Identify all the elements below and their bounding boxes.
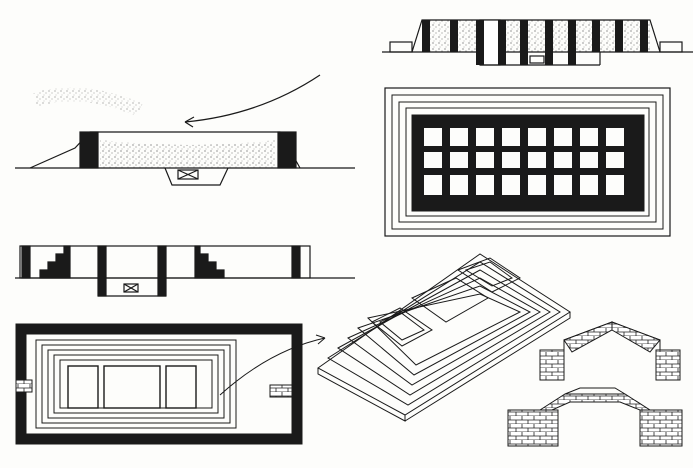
section-with-cover <box>15 74 355 186</box>
corbel-detail-2 <box>507 387 683 447</box>
plan-cellular <box>384 87 671 237</box>
plan-stepped-enclosure <box>15 323 326 445</box>
elevation-long <box>382 19 693 66</box>
isometric-stepped-pyramid <box>317 253 571 422</box>
section-stepped <box>15 245 355 297</box>
corbel-detail-1 <box>539 321 681 381</box>
